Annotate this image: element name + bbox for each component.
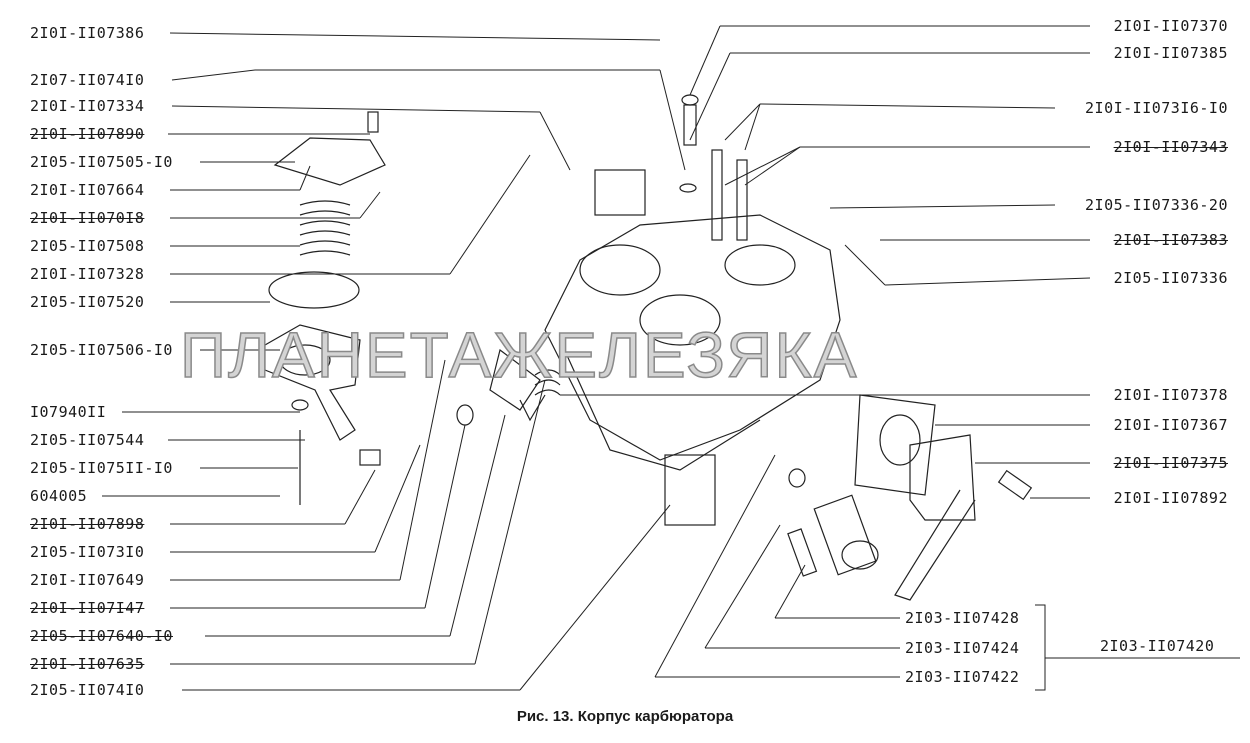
part-label: 2I03-II07422 <box>905 668 1020 686</box>
part-label: 2I0I-II073I6-I0 <box>1085 99 1228 117</box>
part-label: 604005 <box>30 487 88 505</box>
part-label: 2I0I-II07343 <box>1113 138 1228 156</box>
part-label: 2I03-II07424 <box>905 639 1020 657</box>
part-label: 2I07-II074I0 <box>30 71 145 89</box>
part-label: 2I05-II07505-I0 <box>30 153 173 171</box>
part-label: 2I0I-II07378 <box>1113 386 1228 404</box>
part-label: 2I05-II07336 <box>1113 269 1228 287</box>
part-label: 2I05-II07520 <box>30 293 145 311</box>
part-label: 2I0I-II07892 <box>1113 489 1228 507</box>
small-parts <box>291 94 748 526</box>
part-label: 2I05-II073I0 <box>30 543 145 561</box>
watermark: ПЛАНЕТАЖЕЛЕЗЯКА <box>179 318 859 392</box>
assembly-label: 2I03-II07420 <box>1100 637 1215 655</box>
part-label: 2I05-II074I0 <box>30 681 145 699</box>
top-cover <box>273 111 386 186</box>
part-label: 2I05-II07544 <box>30 431 145 449</box>
part-label: 2I0I-II07383 <box>1113 231 1228 249</box>
part-label: 2I0I-II07890 <box>30 125 145 143</box>
part-label: 2I05-II07640-I0 <box>30 627 173 645</box>
part-label: 2I0I-II07334 <box>30 97 145 115</box>
part-label: 2I05-II07506-I0 <box>30 341 173 359</box>
part-label: 2I05-II07336-20 <box>1085 196 1228 214</box>
leader-lines <box>102 25 1240 691</box>
part-label: 2I0I-II07635 <box>30 655 145 673</box>
part-label: 2I0I-II07375 <box>1113 454 1228 472</box>
part-label: 2I0I-II07367 <box>1113 416 1228 434</box>
part-label: 2I0I-II07I47 <box>30 599 145 617</box>
part-label: I07940II <box>30 403 107 421</box>
part-label: 2I0I-II07664 <box>30 181 145 199</box>
spring <box>268 200 360 309</box>
part-label: 2I0I-II07385 <box>1113 44 1228 62</box>
part-label: 2I03-II07428 <box>905 609 1020 627</box>
part-label: 2I05-II075II-I0 <box>30 459 173 477</box>
diaphragm-housing <box>264 324 361 441</box>
carburetor-body <box>544 214 841 471</box>
solenoid-valve <box>787 468 879 577</box>
part-label: 2I0I-II07898 <box>30 515 145 533</box>
pump-assembly <box>854 394 1033 601</box>
part-label: 2I0I-II070I8 <box>30 209 145 227</box>
part-label: 2I0I-II07370 <box>1113 17 1228 35</box>
part-label: 2I0I-II07386 <box>30 24 145 42</box>
part-label: 2I0I-II07649 <box>30 571 145 589</box>
part-label: 2I05-II07508 <box>30 237 145 255</box>
part-label: 2I0I-II07328 <box>30 265 145 283</box>
figure-caption: Рис. 13. Корпус карбюратора <box>516 708 734 725</box>
